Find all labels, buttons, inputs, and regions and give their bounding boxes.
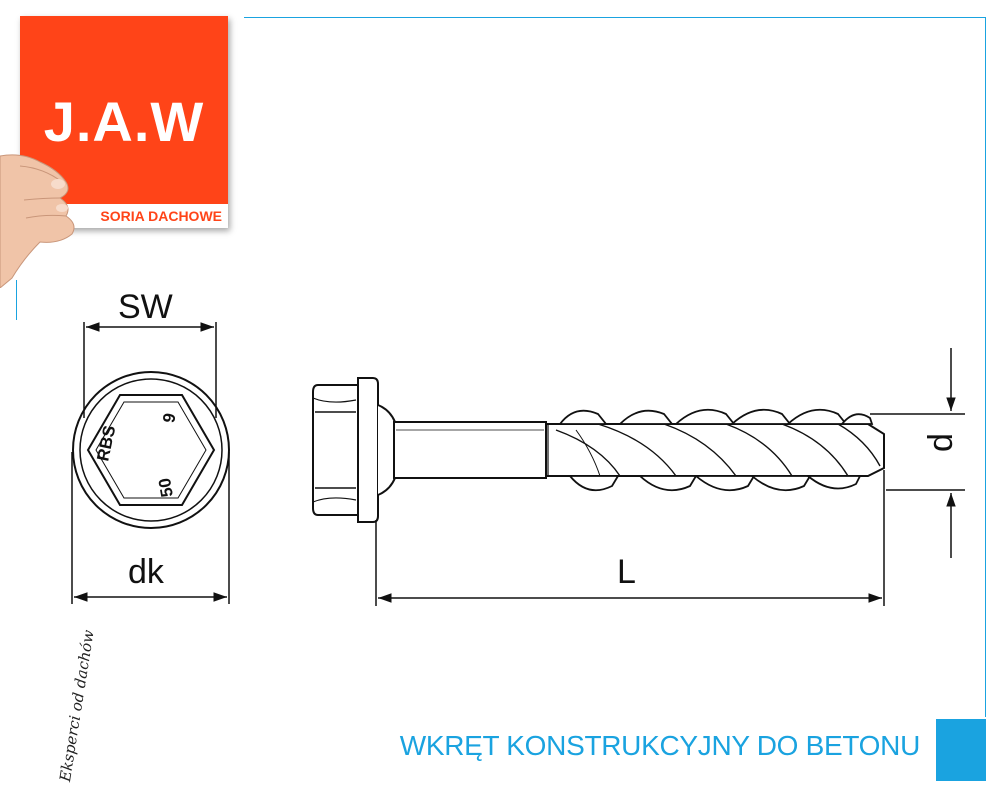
- dk-label: dk: [128, 553, 165, 591]
- hexagon-inner-outline: [95, 401, 207, 499]
- thread-flanks: [558, 408, 874, 492]
- diameter-dimension: [870, 348, 965, 558]
- head-marking-size-bottom: 50: [155, 477, 177, 499]
- logo-subtitle: SORIA DACHOWE: [100, 208, 222, 224]
- shank-outline: [393, 421, 547, 479]
- product-caption: WKRĘT KONSTRUKCYJNY DO BETONU: [399, 730, 921, 761]
- frame-top-line: [244, 17, 986, 18]
- length-dimension: [375, 470, 885, 606]
- logo-title: J.A.W: [43, 90, 205, 153]
- frame-left-line: [16, 280, 17, 320]
- head-marking-brand: RBS: [93, 424, 119, 463]
- head-outer-circle: [72, 371, 230, 529]
- dk-dimension: [71, 452, 230, 604]
- diameter-label: d: [922, 433, 960, 452]
- sw-dimension: [83, 322, 217, 418]
- length-label: L: [617, 553, 636, 591]
- hexagon-outline: [86, 394, 216, 506]
- head-inner-circle: [79, 378, 223, 522]
- screw-head-view: [72, 371, 230, 529]
- hex-head-outline: [312, 384, 359, 516]
- hand-illustration: [0, 154, 75, 288]
- flange-outline: [357, 377, 379, 523]
- screw-side-view: [312, 377, 885, 523]
- accent-corner-box: [936, 719, 986, 781]
- frame-right-line: [985, 17, 986, 717]
- sw-label: SW: [118, 288, 173, 326]
- head-marking-size-top: 6: [159, 412, 179, 425]
- thread-helix-lines: [555, 423, 881, 477]
